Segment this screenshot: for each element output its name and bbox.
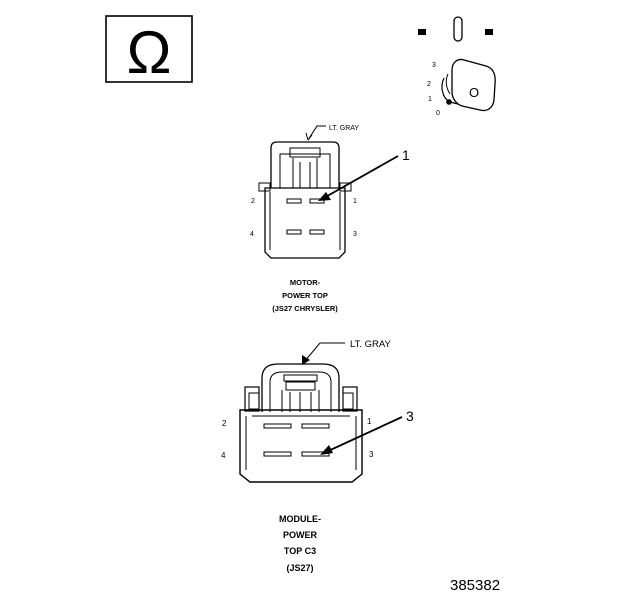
connector-top-cavity-2 <box>286 198 302 204</box>
connector-top-pin-4: 4 <box>250 231 254 238</box>
key-bow-edge <box>445 73 451 95</box>
key-mark-left <box>418 29 426 35</box>
connector-bottom-cavity-4 <box>263 451 292 457</box>
connector-top-latch-tab <box>289 147 321 158</box>
key-position-2: 2 <box>427 81 431 88</box>
connector-top-callout-arrowhead <box>318 192 331 201</box>
connector-bottom-callout-arrowhead <box>320 445 333 455</box>
connector-top-callout-arrow <box>321 155 399 200</box>
connector-bottom-callout-number: 3 <box>406 408 414 424</box>
connector-bottom-side-tab-left <box>244 386 260 412</box>
connector-top-callout-number: 1 <box>402 147 410 163</box>
connector-motor-power-top: LT. GRAY 2 1 4 3 1 MOTOR- POWER TOP <box>250 125 410 313</box>
connector-bottom-caption-line3: TOP C3 <box>284 546 316 556</box>
connector-bottom-pin-3: 3 <box>369 450 374 459</box>
connector-module-power-top-c3: LT. GRAY 2 1 4 3 3 <box>221 339 414 573</box>
connector-bottom-side-tab-right <box>342 386 358 412</box>
connector-top-color-arrowhead <box>305 132 313 141</box>
connector-bottom-latch-outer <box>261 363 340 412</box>
key-slot-icon <box>453 16 463 42</box>
connector-bottom-caption-line4: (JS27) <box>286 563 313 573</box>
figure-number: 385382 <box>450 577 500 594</box>
connector-top-cavity-4 <box>286 229 302 235</box>
connector-bottom-latch-tab <box>283 374 318 382</box>
connector-bottom-callout-arrow <box>325 416 403 453</box>
ohmmeter-symbol: Ω <box>105 15 193 86</box>
connector-bottom-cavity-2 <box>263 423 292 429</box>
connector-bottom-pin-1: 1 <box>367 417 372 426</box>
connector-top-caption-line3: (JS27 CHRYSLER) <box>272 304 338 313</box>
connector-bottom-pin-2: 2 <box>222 419 227 428</box>
connector-top-caption-line2: POWER TOP <box>282 291 328 300</box>
ohm-icon: Ω <box>127 19 172 86</box>
connector-top-pin-2: 2 <box>251 198 255 205</box>
key-position-dot <box>446 99 452 105</box>
connector-top-caption-line1: MOTOR- <box>290 278 321 287</box>
connector-top-pin-3: 3 <box>353 231 357 238</box>
connector-top-body <box>264 187 346 259</box>
connector-bottom-color-arrowhead <box>302 355 310 365</box>
key-mark-right <box>485 29 493 35</box>
connector-top-color-label: LT. GRAY <box>329 125 359 132</box>
connector-top-latch-inner <box>279 153 331 188</box>
connector-bottom-cavity-3 <box>301 451 330 457</box>
connector-top-color-leader <box>307 125 326 141</box>
connector-bottom-side-tab-left-inner <box>248 392 260 410</box>
connector-top-pin-1: 1 <box>353 198 357 205</box>
connector-bottom-caption-line1: MODULE- <box>279 514 321 524</box>
connector-bottom-color-leader <box>303 342 345 363</box>
connector-bottom-color-label: LT. GRAY <box>350 339 391 350</box>
connector-top-latch-outer <box>270 141 340 188</box>
key-position-0: 0 <box>436 110 440 117</box>
connector-bottom-side-tab-right-inner <box>342 392 354 410</box>
key-position-3: 3 <box>432 62 436 69</box>
key-icon <box>451 58 496 112</box>
connector-bottom-latch-inner <box>269 371 332 412</box>
connector-bottom-body <box>239 409 363 483</box>
connector-bottom-latch-lock <box>285 381 316 391</box>
ohm-symbol-box <box>105 15 193 83</box>
connector-bottom-pin-4: 4 <box>221 451 226 460</box>
ignition-key-symbol: O 3 2 1 0 <box>418 16 496 117</box>
key-letter: O <box>469 85 479 100</box>
connector-top-cavity-3 <box>309 229 325 235</box>
key-position-1: 1 <box>428 96 432 103</box>
connector-bottom-caption-line2: POWER <box>283 530 318 540</box>
connector-bottom-cavity-1 <box>301 423 330 429</box>
connector-top-cavity-1 <box>309 198 325 204</box>
